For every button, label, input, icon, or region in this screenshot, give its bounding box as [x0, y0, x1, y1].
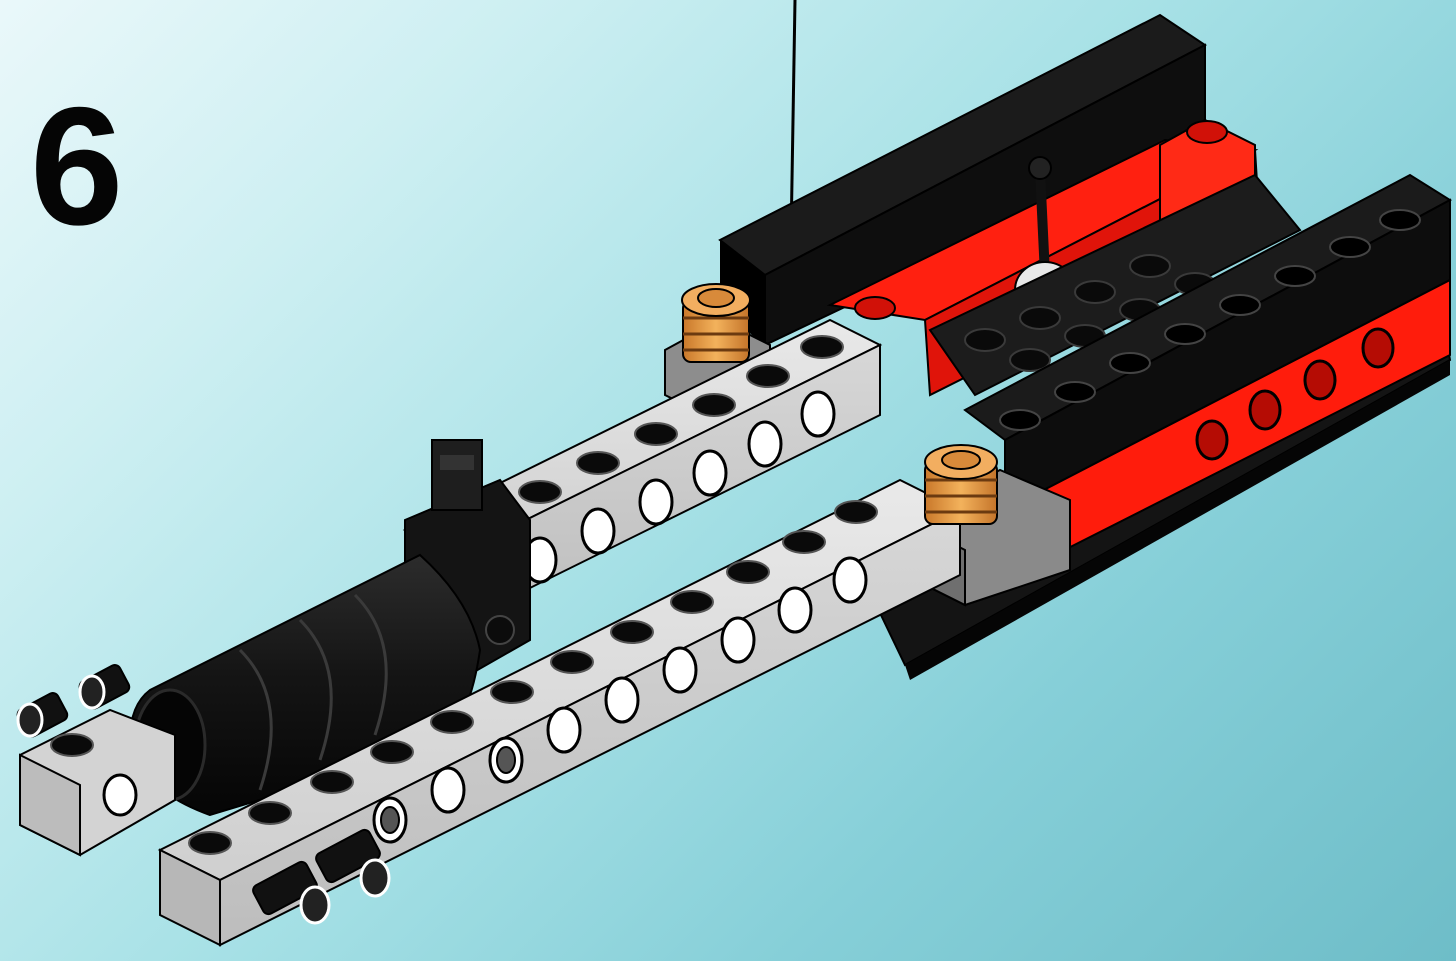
step-number: 6 [30, 72, 123, 260]
back-gray-beam [402, 318, 883, 627]
orange-connector-back [681, 283, 751, 363]
orange-connectors [681, 283, 998, 525]
orange-connector-front [924, 444, 998, 525]
front-black-wall [963, 173, 1452, 512]
left-end-block [19, 708, 176, 857]
front-gray-beam [157, 478, 963, 947]
black-pins [16, 664, 391, 925]
